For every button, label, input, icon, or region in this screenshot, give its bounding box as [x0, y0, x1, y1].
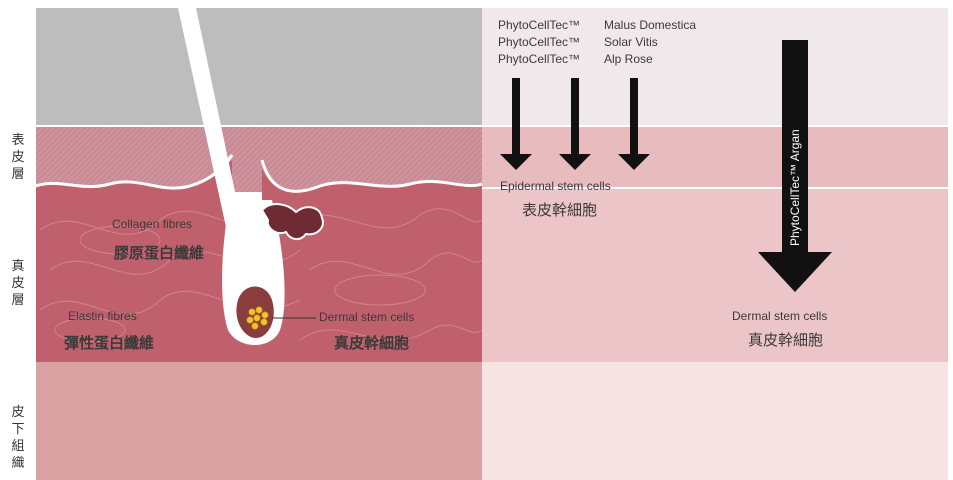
dermal-stem-left-en: Dermal stem cells [319, 310, 415, 324]
product-brand: PhytoCellTec™ [498, 18, 581, 32]
dermal-stem-right-zh: 真皮幹細胞 [748, 331, 824, 349]
dermal-papilla-cells [246, 306, 269, 330]
arrow-vitis [559, 78, 591, 170]
left-sky [36, 8, 482, 126]
left-dermis [36, 160, 232, 362]
label-dermis: 真皮層 [11, 259, 25, 308]
arrow-rose [618, 78, 650, 170]
product-name: Alp Rose [604, 52, 653, 66]
arrow-malus [500, 78, 532, 170]
right-hypodermis [482, 362, 948, 480]
big-arrow-argan: PhytoCellTec™ Argan [758, 40, 832, 292]
collagen-label-en: Collagen fibres [112, 217, 193, 231]
collagen-label-zh: 膠原蛋白纖維 [114, 244, 205, 262]
small-arrows [500, 78, 650, 170]
epidermal-stem-en: Epidermal stem cells [500, 179, 611, 193]
dermal-stem-left-zh: 真皮幹細胞 [334, 334, 410, 352]
product-brand: PhytoCellTec™ [498, 52, 581, 66]
epidermal-stem-zh: 表皮幹細胞 [522, 201, 598, 219]
right-epidermis [482, 126, 948, 188]
left-hypodermis [36, 362, 482, 480]
big-arrow-label: PhytoCellTec™ Argan [788, 129, 802, 246]
label-hypodermis: 皮下組織 [11, 405, 25, 471]
product-brand: PhytoCellTec™ [498, 35, 581, 49]
epidermis-boundary [36, 154, 482, 193]
left-epidermis [36, 126, 482, 192]
elastin-label-zh: 彈性蛋白纖維 [64, 334, 155, 352]
label-epidermis: 表皮層 [11, 133, 25, 182]
right-sky [482, 8, 948, 126]
product-name: Solar Vitis [604, 35, 658, 49]
elastin-label-en: Elastin fibres [68, 309, 137, 323]
left-panel [36, 8, 482, 480]
product-name: Malus Domestica [604, 18, 697, 32]
right-panel [482, 8, 948, 480]
dermal-stem-right-en: Dermal stem cells [732, 309, 828, 323]
right-dermis [482, 188, 948, 362]
sebaceous-gland [260, 203, 324, 240]
